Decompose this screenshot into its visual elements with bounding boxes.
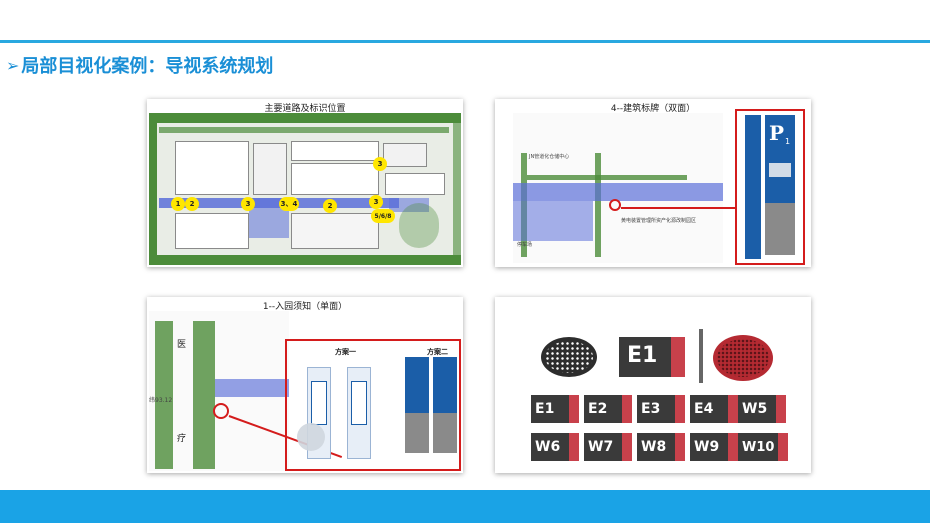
entrance-plan-image: 医 疗 纬93.12	[149, 311, 289, 471]
side-label-1: 医	[177, 340, 187, 350]
parking-sign-letter: P	[769, 121, 785, 145]
tile-w7: W7	[584, 433, 632, 461]
building-plan-image: JN管道化仓储中心 黄电装置管理所资产化源改制园区 停车场	[513, 113, 723, 263]
marker-2b: 2	[323, 199, 337, 213]
tile-w9: W9	[690, 433, 738, 461]
road-map-image: 1 2 3 3、4 2 3 3 5/6/8	[149, 113, 461, 265]
building-sign-title: 4--建筑标牌（双面）	[610, 104, 696, 114]
marker-1: 1	[171, 197, 185, 211]
tile-e2: E2	[584, 395, 632, 423]
building-label-1: JN管道化仓储中心	[529, 154, 570, 160]
marker-3b: 3	[373, 157, 387, 171]
side-label-2: 疗	[177, 434, 187, 444]
footer-bar	[0, 490, 930, 523]
callout-line	[621, 207, 737, 209]
marker-2: 2	[185, 197, 199, 211]
tile-e1: E1	[531, 395, 579, 423]
sign-callout-box: P 1	[735, 109, 805, 265]
numbering-signs-card[interactable]: E1 E1 E2 E3 E4 W5 W6 W7 W8 W9 W10	[495, 297, 811, 473]
road-map-card[interactable]: 主要道路及标识位置 1 2 3 3、4 2 3 3 5/6/8	[147, 99, 463, 267]
featured-sign-label: E1	[627, 343, 658, 368]
plan-two-label: 方案二	[427, 348, 448, 356]
entrance-notice-card[interactable]: 1--入园须知（单面） 医 疗 纬93.12 方案一 方案二	[147, 297, 463, 473]
marker-5-6-8: 5/6/8	[371, 209, 395, 223]
tile-w6: W6	[531, 433, 579, 461]
section-title: ➢ 局部目视化案例：导视系统规划	[6, 52, 273, 78]
section-title-text: 局部目视化案例：导视系统规划	[21, 56, 274, 77]
road-map-title: 主要道路及标识位置	[264, 104, 346, 114]
tile-w10: W10	[738, 433, 788, 461]
parking-sign-sub: 1	[785, 137, 791, 146]
entrance-notice-title: 1--入园须知（单面）	[262, 302, 348, 312]
tile-w8: W8	[637, 433, 685, 461]
entrance-callout-box: 方案一 方案二	[285, 339, 461, 471]
tile-e3: E3	[637, 395, 685, 423]
building-sign-card[interactable]: 4--建筑标牌（双面） JN管道化仓储中心 黄电装置管理所资产化源改制园区 停车…	[495, 99, 811, 267]
building-label-3: 停车场	[517, 242, 533, 248]
featured-sign: E1	[619, 337, 685, 377]
tile-w5: W5	[738, 395, 786, 423]
marker-3c: 3	[369, 195, 383, 209]
building-label-2: 黄电装置管理所资产化源改制园区	[621, 218, 697, 224]
bullet-arrow-icon: ➢	[6, 55, 20, 75]
tile-e4: E4	[690, 395, 738, 423]
marker-3a: 3	[241, 197, 255, 211]
header-divider	[0, 40, 930, 43]
marker-3-4: 3、4	[279, 197, 299, 211]
plan-one-label: 方案一	[335, 348, 356, 356]
axis-label: 纬93.12	[149, 397, 173, 404]
